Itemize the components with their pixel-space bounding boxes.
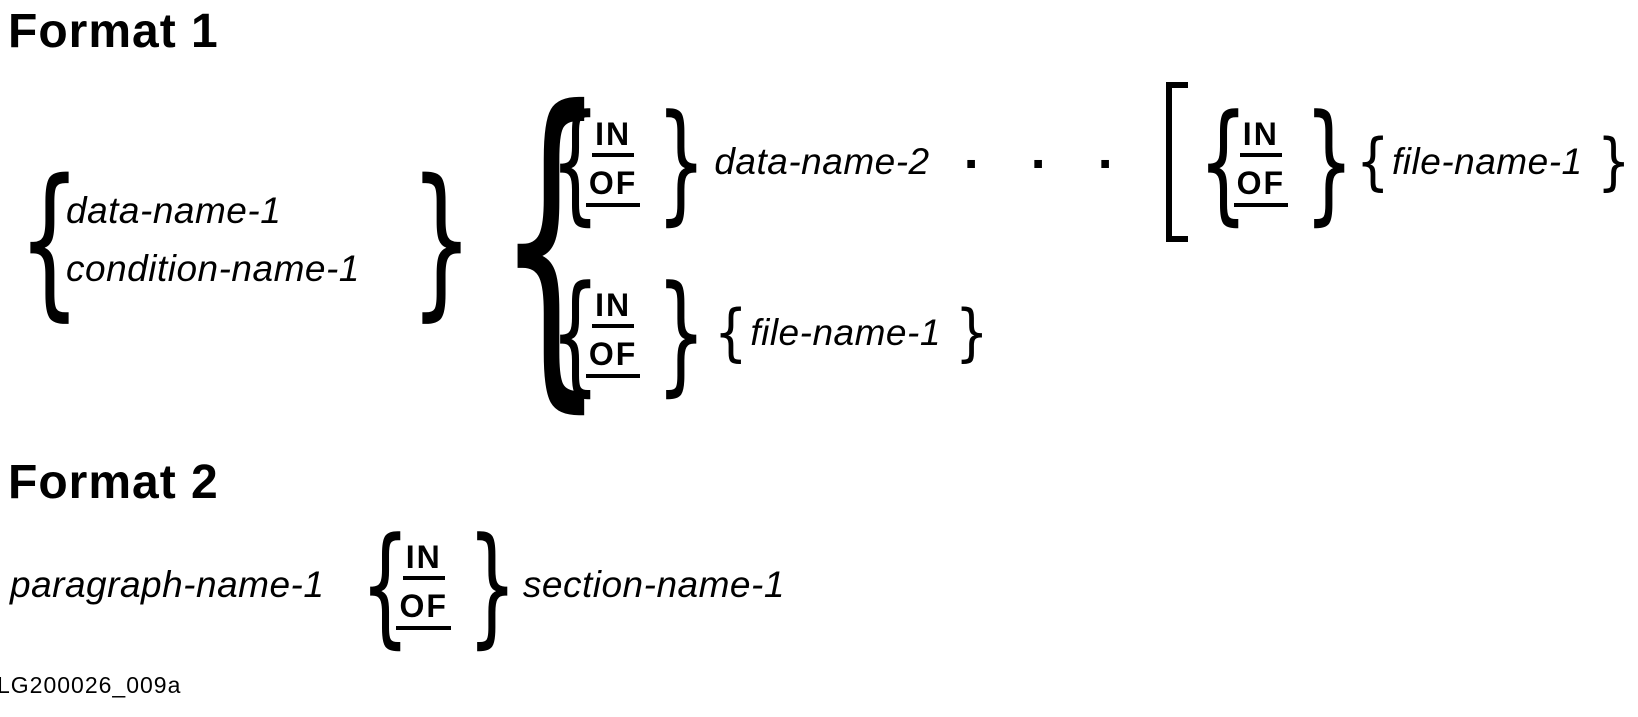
in-of-choice-4: { IN OF }: [354, 509, 517, 662]
operand-condition-name-1: condition-name-1: [66, 248, 360, 290]
file-open-brace: {: [714, 296, 748, 370]
in-of-keywords: IN OF: [396, 540, 451, 630]
format1-syntax-diagram: { data-name-1 condition-name-1 } { { IN …: [10, 68, 1638, 413]
name-choice-list: data-name-1 condition-name-1: [66, 189, 360, 292]
in-of-close-brace: }: [1304, 86, 1355, 239]
operand-paragraph-name-1: paragraph-name-1: [10, 564, 325, 606]
choice-open-brace: {: [18, 143, 81, 336]
file-name-group: { file-name-1 }: [1354, 125, 1631, 199]
file-name-group: { file-name-1 }: [712, 296, 989, 370]
format2-syntax-diagram: paragraph-name-1 { IN OF } section-name-…: [10, 520, 1638, 650]
qualifier-row-1: { IN OF } data-name-2 · · · { IN OF: [544, 82, 1638, 243]
operand-section-name-1: section-name-1: [522, 564, 785, 606]
in-of-open-brace: {: [360, 509, 411, 662]
in-of-keywords: IN OF: [585, 288, 641, 378]
name-choice-group: { data-name-1 condition-name-1 }: [10, 143, 473, 336]
figure-id-label: LG200026_009a: [0, 672, 182, 699]
in-of-keywords: IN OF: [1233, 117, 1289, 207]
file-close-brace: }: [1596, 125, 1631, 199]
in-of-choice-1: { IN OF }: [544, 86, 707, 239]
in-of-keywords: IN OF: [585, 117, 641, 207]
file-close-brace: }: [954, 296, 989, 370]
in-of-close-brace: }: [656, 86, 707, 239]
in-of-open-brace: {: [1197, 86, 1248, 239]
qualifier-alternatives: { IN OF } data-name-2 · · · { IN OF: [544, 82, 1638, 398]
operand-file-name-1: file-name-1: [750, 311, 941, 353]
in-of-close-brace: }: [467, 509, 517, 662]
keyword-in: IN: [592, 288, 635, 329]
qualifier-outer-open-brace: {: [495, 39, 606, 441]
keyword-in: IN: [402, 540, 445, 581]
in-of-choice-2: { IN OF }: [1192, 86, 1355, 239]
keyword-of: OF: [585, 167, 641, 207]
in-of-close-brace: }: [656, 257, 707, 410]
in-of-choice-3: { IN OF }: [544, 257, 707, 410]
keyword-of: OF: [585, 338, 641, 378]
operand-file-name-1: file-name-1: [1392, 140, 1583, 182]
in-of-open-brace: {: [550, 257, 600, 410]
file-open-brace: {: [1355, 125, 1390, 199]
keyword-of: OF: [396, 590, 451, 630]
operand-data-name-2: data-name-2: [714, 140, 930, 182]
format1-heading: Format 1: [8, 5, 219, 58]
keyword-in: IN: [592, 117, 635, 158]
operand-data-name-1: data-name-1: [66, 189, 282, 231]
choice-close-brace: }: [409, 143, 473, 336]
repetition-ellipsis: · · ·: [963, 134, 1124, 195]
qualifier-row-2: { IN OF } { file-name-1 }: [544, 257, 989, 410]
optional-file-qualifier: { IN OF } { file-name-1 }: [1165, 82, 1638, 243]
optional-open-bracket: [1165, 82, 1188, 243]
format2-heading: Format 2: [8, 456, 219, 510]
keyword-in: IN: [1239, 117, 1282, 158]
keyword-of: OF: [1233, 167, 1289, 207]
in-of-open-brace: {: [550, 86, 600, 239]
